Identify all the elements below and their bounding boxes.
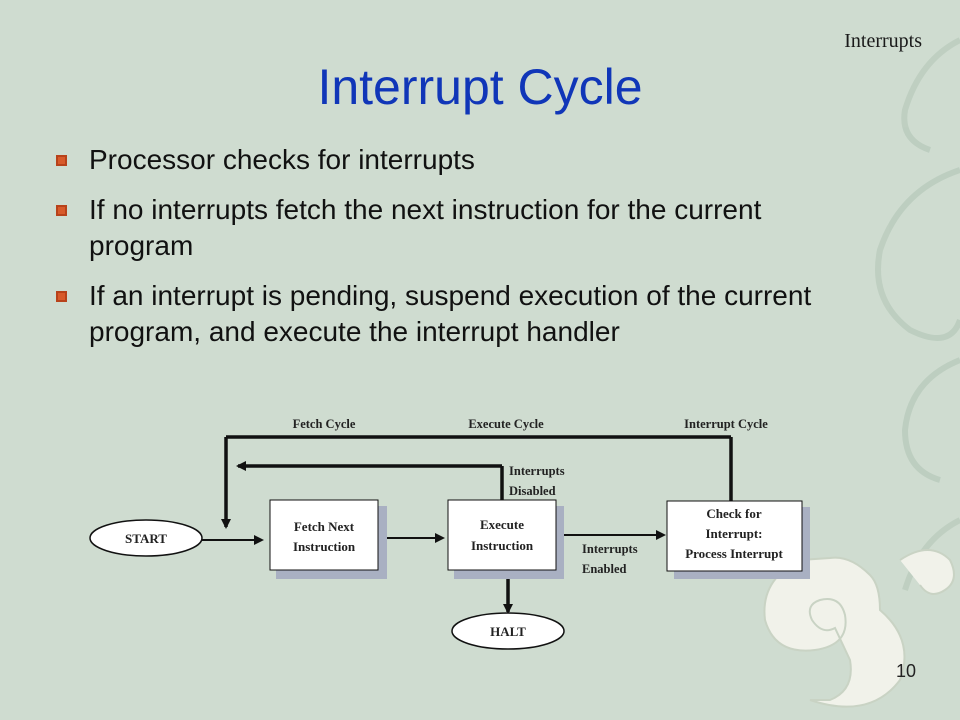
slide-title: Interrupt Cycle (317, 59, 643, 115)
bullet-text: If no interrupts fetch the next instruct… (89, 194, 762, 261)
halt-label: HALT (490, 624, 526, 639)
fetch-box (269, 499, 379, 571)
bullet-list: Processor checks for interrupts If no in… (52, 142, 872, 364)
interrupt-cycle-label: Interrupt Cycle (684, 417, 768, 431)
check-box-line1: Check for (706, 506, 761, 521)
execute-cycle-label: Execute Cycle (468, 417, 544, 431)
fetch-box-line1: Fetch Next (294, 519, 355, 534)
bullet-item: If no interrupts fetch the next instruct… (52, 192, 872, 264)
execute-box-line2: Instruction (471, 538, 534, 553)
interrupts-enabled-line2: Enabled (582, 562, 627, 576)
square-bullet-icon (56, 155, 67, 166)
square-bullet-icon (56, 205, 67, 216)
fetch-box-line2: Instruction (293, 539, 356, 554)
halt-node (451, 612, 565, 650)
bullet-text: If an interrupt is pending, suspend exec… (89, 280, 812, 347)
start-label: START (125, 531, 167, 546)
interrupts-disabled-line1: Interrupts (509, 464, 565, 478)
bullet-text: Processor checks for interrupts (89, 144, 475, 175)
check-box-line3: Process Interrupt (685, 546, 783, 561)
execute-box (447, 499, 557, 571)
page-number: 10 (895, 661, 916, 681)
bullet-item: Processor checks for interrupts (52, 142, 872, 178)
section-tag: Interrupts (844, 30, 922, 52)
interrupts-enabled-line1: Interrupts (582, 542, 638, 556)
fetch-cycle-label: Fetch Cycle (293, 417, 356, 431)
bullet-item: If an interrupt is pending, suspend exec… (52, 278, 872, 350)
square-bullet-icon (56, 291, 67, 302)
check-box-line2: Interrupt: (705, 526, 762, 541)
start-node (89, 519, 203, 557)
execute-box-line1: Execute (480, 517, 524, 532)
interrupts-disabled-line2: Disabled (509, 484, 556, 498)
check-box (666, 500, 803, 572)
